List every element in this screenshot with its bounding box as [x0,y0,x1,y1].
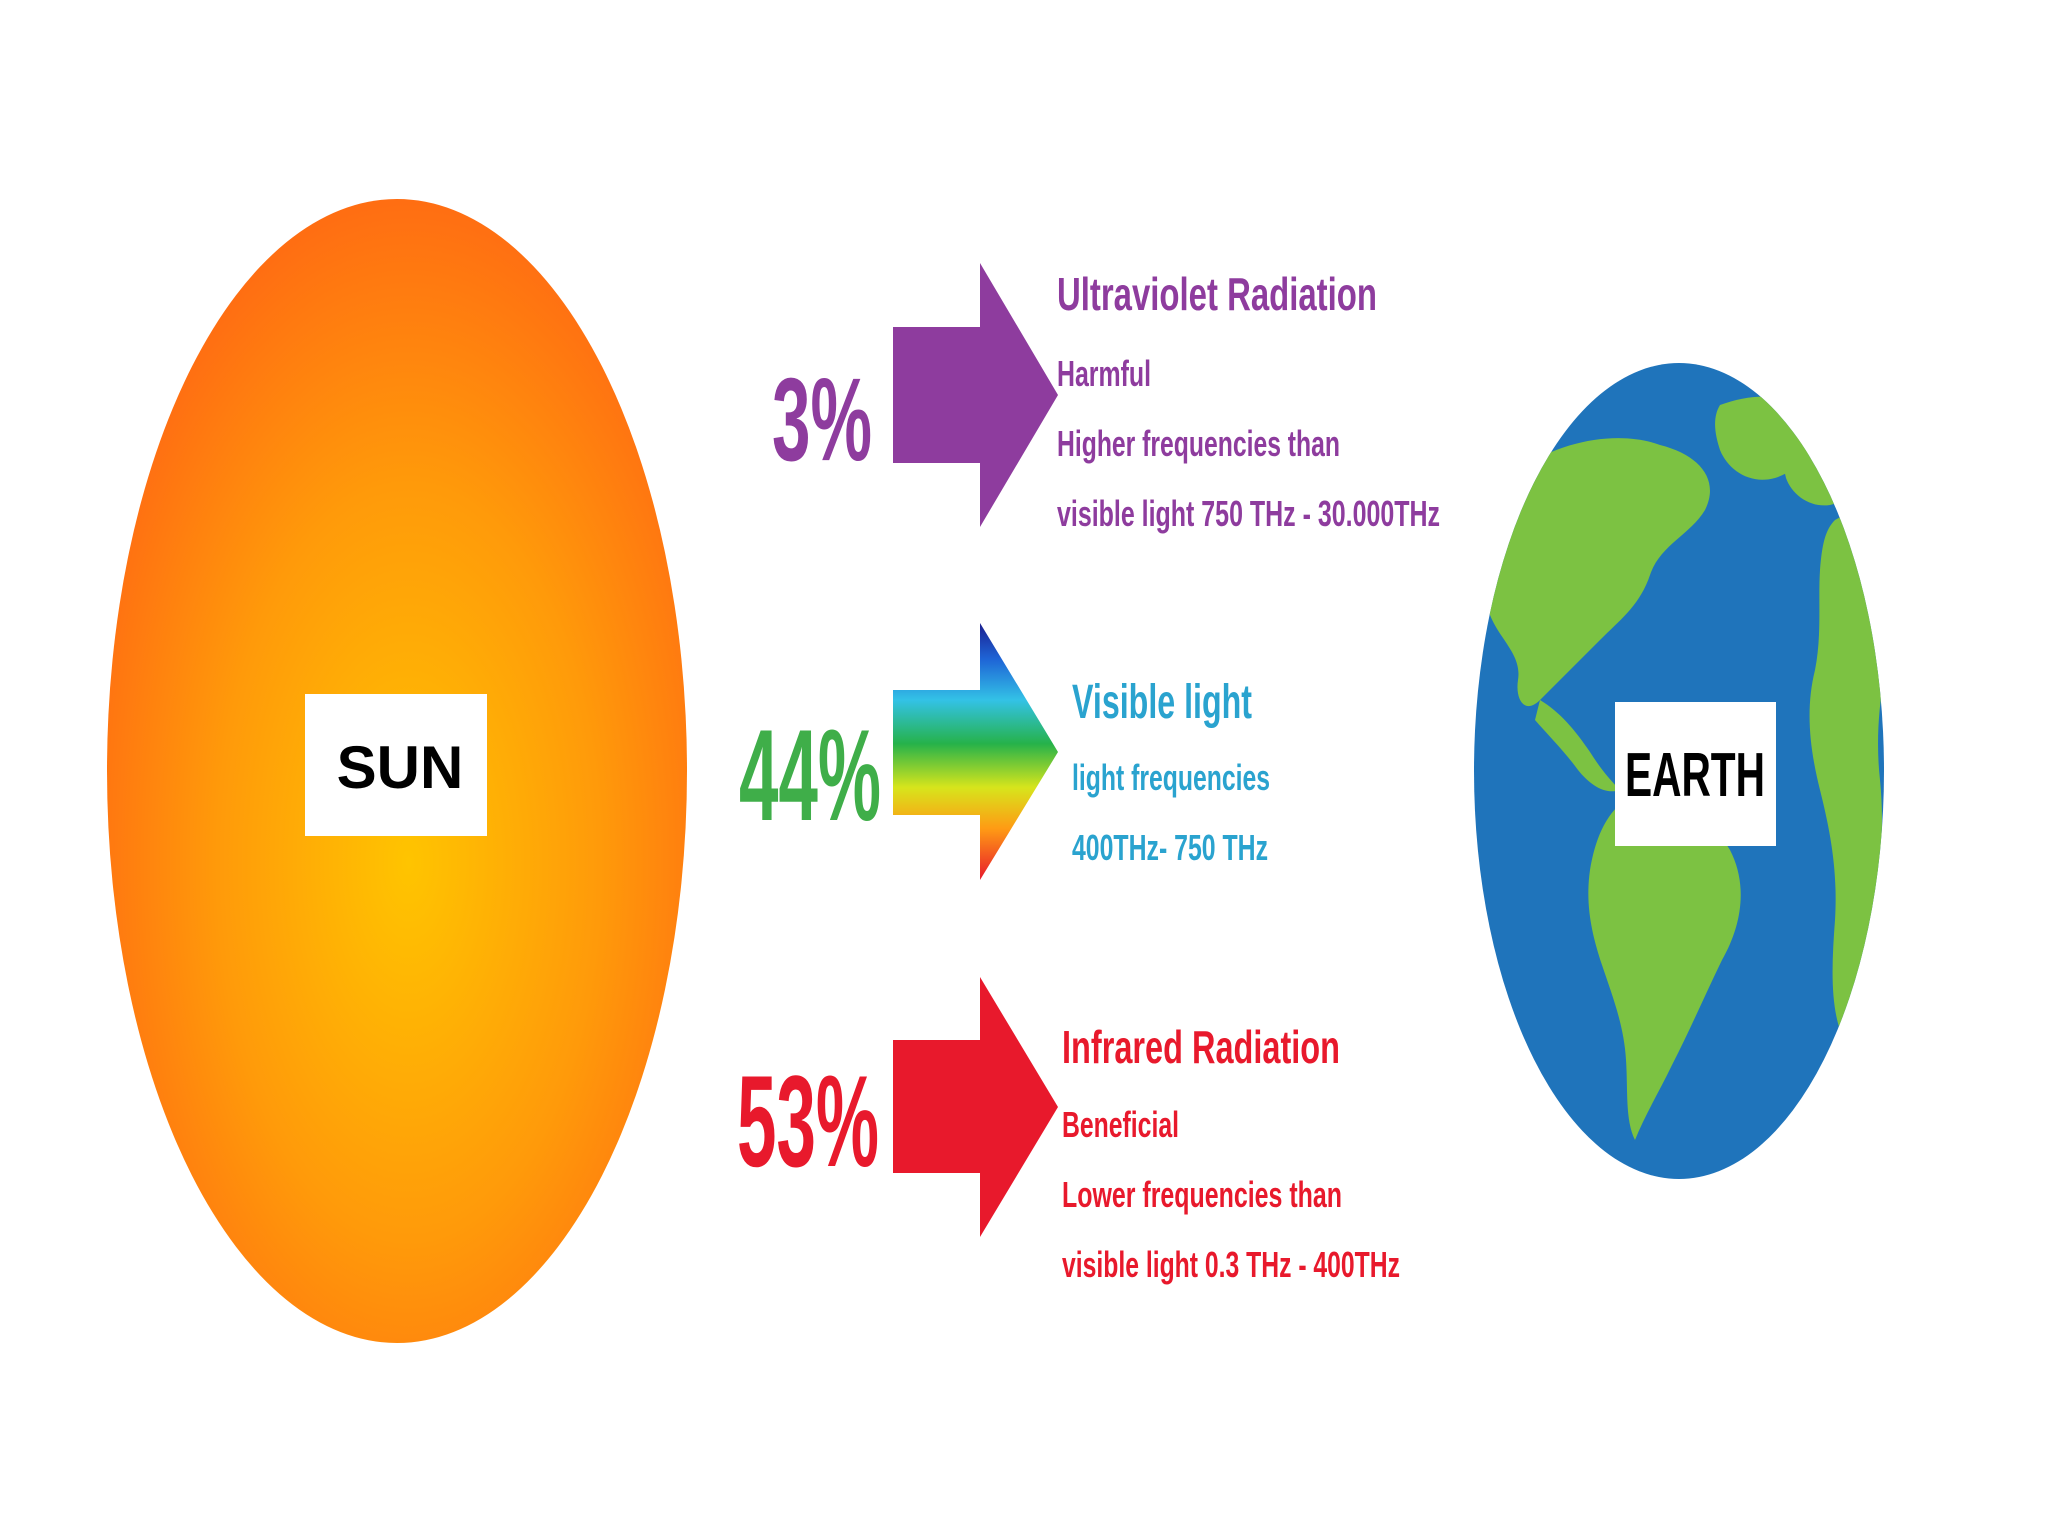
sun-label: SUN [337,734,464,801]
sun: SUN [107,199,687,1343]
visible-line-2: 400THz- 750 THz [1072,827,1268,868]
ir-percent: 53% [737,1048,879,1194]
uv-line-2: Higher frequencies than [1057,423,1340,464]
ir-line-3: visible light 0.3 THz - 400THz [1062,1244,1400,1285]
ir-line-1: Beneficial [1062,1104,1179,1145]
ir-row: 53% Infrared Radiation Beneficial Lower … [737,977,1400,1285]
ir-line-2: Lower frequencies than [1062,1174,1342,1215]
ir-arrow-icon [893,977,1058,1237]
uv-line-3: visible light 750 THz - 30.000THz [1057,493,1440,534]
uv-row: 3% Ultraviolet Radiation Harmful Higher … [772,263,1440,534]
uv-line-1: Harmful [1057,353,1151,394]
earth-label-box [1615,702,1776,846]
visible-row: 44% Visible light light frequencies 400T… [739,623,1270,880]
visible-line-1: light frequencies [1072,757,1270,798]
sun-label-box [305,694,487,836]
earth: EARTH [1474,363,1884,1179]
visible-arrow-icon [893,623,1058,880]
uv-percent: 3% [772,354,872,486]
earth-label: EARTH [1625,741,1765,810]
visible-percent: 44% [739,702,881,848]
ir-heading: Infrared Radiation [1062,1021,1340,1073]
uv-arrow-icon [893,263,1058,527]
visible-heading: Visible light [1072,676,1252,729]
uv-heading: Ultraviolet Radiation [1057,268,1377,320]
